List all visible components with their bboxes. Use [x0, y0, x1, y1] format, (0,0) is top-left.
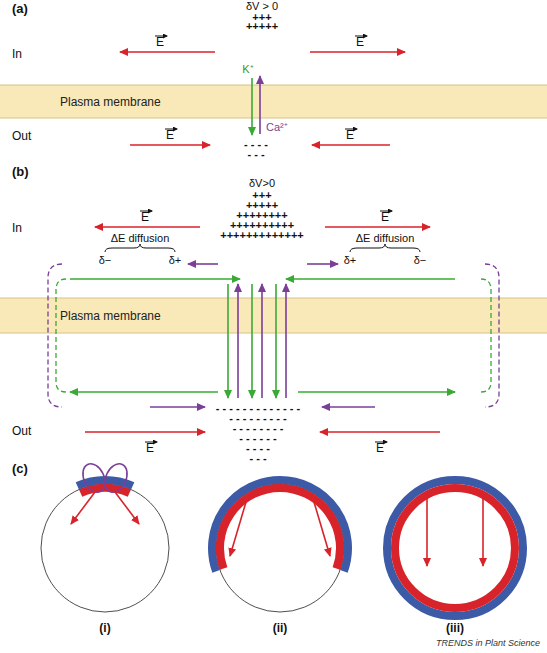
cell-outline	[216, 484, 344, 612]
ca-diffusion-arrow	[150, 406, 205, 408]
ca-flux-arrow	[285, 284, 287, 398]
depolarised-band-outer	[212, 480, 348, 571]
ca-diffusion-arrow	[322, 406, 375, 408]
k-flux-arrow	[251, 78, 253, 135]
field-arrow	[230, 502, 246, 556]
current-loop	[48, 264, 62, 407]
depolarised-band-inner	[395, 488, 515, 608]
side-label: Out	[12, 130, 31, 143]
membrane-band	[0, 85, 547, 118]
charge-row: - - -	[249, 452, 266, 464]
field-label: E	[381, 211, 389, 224]
field-arrow	[115, 492, 139, 524]
journal-credit: TRENDS in Plant Science	[436, 639, 540, 649]
depolarised-band-inner	[220, 488, 340, 568]
ion-label: Ca²⁺	[266, 121, 288, 133]
field-arrow	[482, 498, 484, 566]
ca-diffusion-arrow	[307, 263, 338, 265]
depolarised-band-inner	[81, 488, 130, 493]
side-label: Out	[12, 425, 31, 438]
membrane-edge	[0, 85, 547, 86]
membrane-band: Plasma membrane	[0, 85, 547, 118]
ca-flux-arrow	[237, 284, 239, 398]
field-arrow	[95, 226, 200, 228]
cell-outline	[41, 484, 169, 612]
k-flux-arrow	[275, 284, 277, 398]
field-label: E	[346, 129, 354, 142]
field-arrow	[314, 502, 330, 556]
membrane-band	[0, 298, 547, 333]
gradient-sign: δ−	[414, 254, 427, 266]
side-label: In	[12, 222, 22, 235]
ca-flux-arrow	[259, 76, 261, 134]
diffusion-label: ΔE diffusion	[356, 232, 415, 244]
k-diffusion-arrow	[70, 278, 240, 280]
charge-row: +++++	[246, 20, 278, 32]
k-diffusion-arrow	[298, 391, 455, 393]
ca-flux-arrow	[261, 284, 263, 398]
potential-label: δV > 0	[246, 0, 278, 12]
gradient-sign: δ+	[344, 254, 357, 266]
gradient-sign: δ−	[99, 254, 112, 266]
field-arrow	[71, 492, 95, 524]
current-loop	[101, 460, 132, 496]
ion-label: K⁺	[242, 63, 253, 75]
field-arrow	[320, 431, 440, 433]
k-flux-arrow	[251, 284, 253, 398]
current-loop	[56, 279, 66, 392]
current-loop	[481, 279, 491, 392]
field-arrow	[120, 51, 215, 53]
field-label: E	[141, 211, 149, 224]
charge-row: - - -	[247, 148, 264, 160]
diffusion-label: ΔE diffusion	[111, 232, 170, 244]
field-arrow	[85, 431, 205, 433]
gradient-sign: δ+	[169, 254, 182, 266]
membrane-edge	[0, 118, 547, 119]
sub-panel-label: (ii)	[273, 622, 288, 635]
k-diffusion-arrow	[70, 391, 218, 393]
field-label: E	[146, 442, 154, 455]
side-label: In	[12, 48, 22, 61]
membrane-band: Plasma membrane	[0, 298, 547, 333]
sub-panel-label: (iii)	[446, 622, 464, 635]
field-arrow	[426, 498, 428, 566]
field-arrow	[312, 144, 390, 146]
panel-label: (c)	[12, 462, 28, 476]
bracket	[350, 244, 420, 252]
membrane-label: Plasma membrane	[0, 309, 161, 323]
k-diffusion-arrow	[286, 278, 455, 280]
depolarised-band-outer	[387, 480, 523, 616]
panel-label: (a)	[12, 2, 28, 16]
membrane-edge	[0, 298, 547, 299]
field-arrow	[310, 51, 405, 53]
bracket	[105, 244, 175, 252]
panel-label: (b)	[12, 165, 29, 179]
field-label: E	[156, 36, 164, 49]
field-arrow	[325, 226, 430, 228]
field-label: E	[356, 36, 364, 49]
field-label: E	[166, 129, 174, 142]
field-label: E	[376, 442, 384, 455]
membrane-edge	[0, 333, 547, 334]
k-flux-arrow	[227, 284, 229, 398]
charge-row: +++++++++++++	[220, 229, 304, 241]
field-arrow	[130, 144, 210, 146]
sub-panel-label: (i)	[99, 622, 110, 635]
current-loop	[485, 264, 499, 407]
ca-diffusion-arrow	[188, 263, 218, 265]
membrane-label: Plasma membrane	[0, 95, 161, 109]
potential-label: δV>0	[249, 177, 275, 189]
